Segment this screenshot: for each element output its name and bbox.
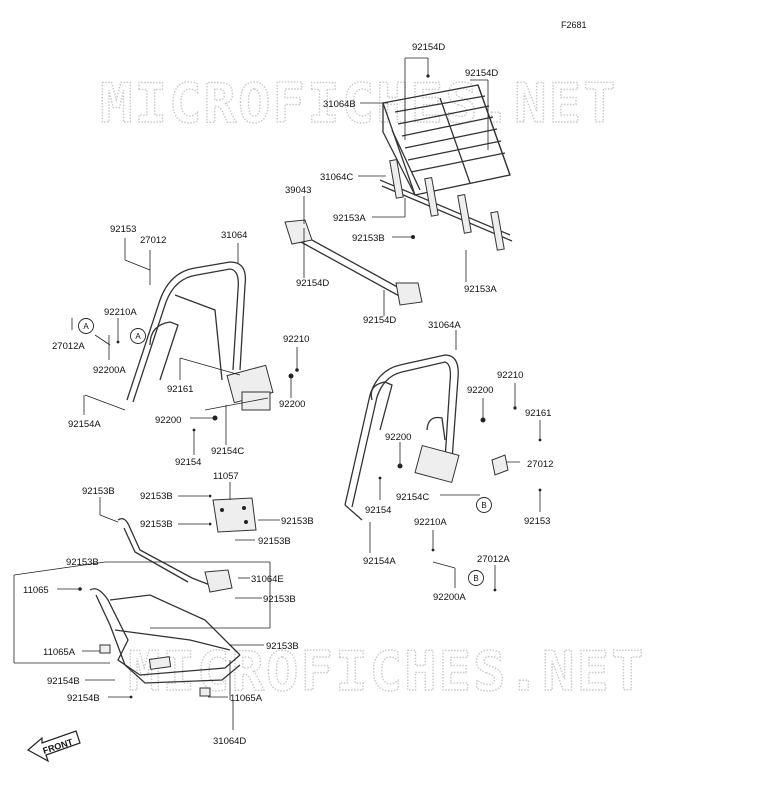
part-label: 92161	[525, 408, 551, 419]
part-label: 92200	[279, 399, 305, 410]
part-label: 92154A	[363, 556, 396, 567]
part-label: 92153A	[333, 213, 366, 224]
part-label: 92153A	[464, 284, 497, 295]
crossbar-39043	[284, 219, 423, 306]
part-label: 31064B	[323, 99, 356, 110]
part-label: 31064D	[213, 736, 246, 747]
front-direction-arrow: FRONT	[26, 730, 81, 763]
part-label: 27012A	[477, 554, 510, 565]
part-label: 31064C	[320, 172, 353, 183]
part-label: 92210	[283, 334, 309, 345]
part-label: 27012A	[52, 341, 85, 352]
part-label: 92210A	[104, 307, 137, 318]
part-label: 92154C	[396, 492, 429, 503]
watermark-top: MICROFICHES.NET	[100, 72, 618, 135]
callout-a-left-label: A	[83, 322, 89, 331]
part-label: 92154D	[296, 278, 329, 289]
rops-right-31064A	[344, 354, 460, 521]
part-label: 92154B	[67, 693, 100, 704]
part-label: 92154D	[412, 42, 445, 53]
rack-bracket-31064C	[379, 159, 513, 251]
part-label: 92153B	[82, 486, 115, 497]
part-label: 92210	[497, 370, 523, 381]
part-label: 31064E	[251, 574, 284, 585]
part-label: 92200A	[433, 592, 466, 603]
part-label: 92153B	[352, 233, 385, 244]
cargo-rail-31064B	[382, 84, 511, 196]
part-label: 92161	[167, 384, 193, 395]
rops-left-31064	[126, 261, 274, 411]
part-label: 92153	[524, 516, 550, 527]
part-label: 92153B	[258, 536, 291, 547]
part-label: 31064A	[428, 320, 461, 331]
callout-b-bottom-label: B	[473, 574, 478, 583]
part-label: 92154	[365, 505, 391, 516]
part-label: 27012	[140, 235, 166, 246]
part-label: 11065A	[230, 693, 263, 704]
part-label: 11065	[23, 585, 49, 596]
plate-11057	[212, 497, 257, 533]
callout-b-top-label: B	[481, 501, 486, 510]
front-bumper-31064D	[89, 588, 241, 697]
part-label: 92153B	[140, 519, 173, 530]
callout-a-right	[130, 328, 146, 344]
part-label: 92153B	[66, 557, 99, 568]
part-label: 92154D	[465, 68, 498, 79]
watermark-bottom: MICROFICHES.NET	[128, 640, 646, 703]
callout-b-bottom	[468, 570, 484, 586]
callout-b-top	[476, 497, 492, 513]
part-label: 39043	[285, 185, 311, 196]
part-label: 31064	[221, 230, 247, 241]
part-label: 92153B	[263, 594, 296, 605]
callout-a-left	[78, 318, 94, 334]
part-label: 92153B	[281, 516, 314, 527]
part-label: 92210A	[414, 517, 447, 528]
part-label: 92153B	[266, 641, 299, 652]
part-label: 92200A	[93, 365, 126, 376]
part-labels: 92154D 92154D 31064B 31064C 39043 92153A…	[23, 42, 553, 747]
part-label: 92153	[110, 224, 136, 235]
bracket-31064E	[117, 517, 233, 593]
figure-code: F2681	[561, 20, 587, 30]
part-label: 92154D	[363, 315, 396, 326]
callout-a-right-label: A	[135, 332, 141, 341]
part-label: 27012	[527, 459, 553, 470]
part-label: 92154C	[211, 446, 244, 457]
part-label: 92200	[467, 385, 493, 396]
part-label: 92200	[155, 415, 181, 426]
part-label: 11057	[213, 471, 239, 482]
part-label: 92154B	[47, 676, 80, 687]
part-label: 92154	[175, 457, 201, 468]
part-label: 92154A	[68, 419, 101, 430]
part-label: 92200	[385, 432, 411, 443]
part-label: 11065A	[43, 647, 76, 658]
part-label: 92153B	[140, 491, 173, 502]
